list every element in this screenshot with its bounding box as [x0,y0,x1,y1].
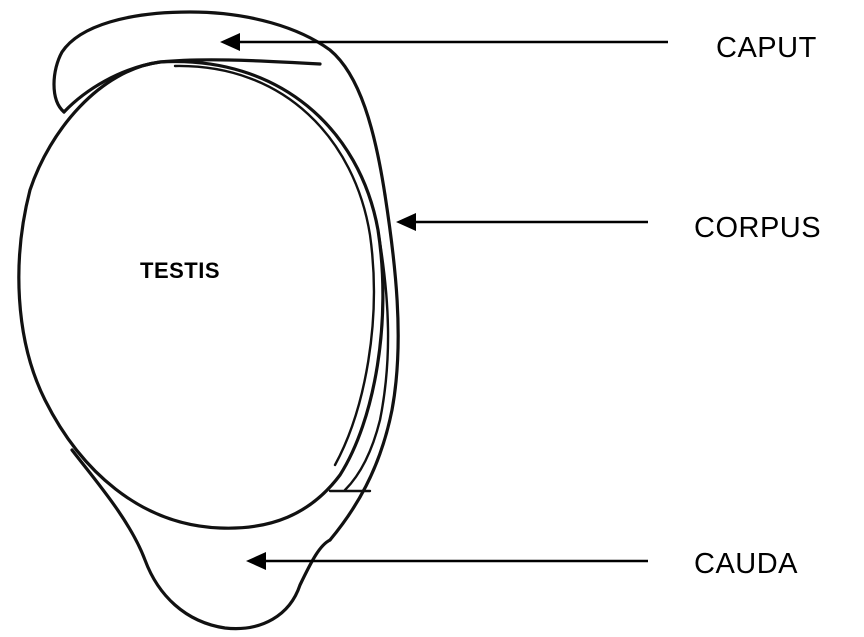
testis-label: TESTIS [140,260,220,282]
cauda-outline [72,450,330,629]
testis-outline [19,62,383,529]
caput-arrow [220,33,668,51]
caput-label: CAPUT [716,34,817,63]
corpus-arrow [396,213,648,231]
cauda-label: CAUDA [694,550,798,579]
corpus-label: CORPUS [694,214,821,243]
caput-outline [54,12,385,195]
cauda-arrow [246,552,648,570]
